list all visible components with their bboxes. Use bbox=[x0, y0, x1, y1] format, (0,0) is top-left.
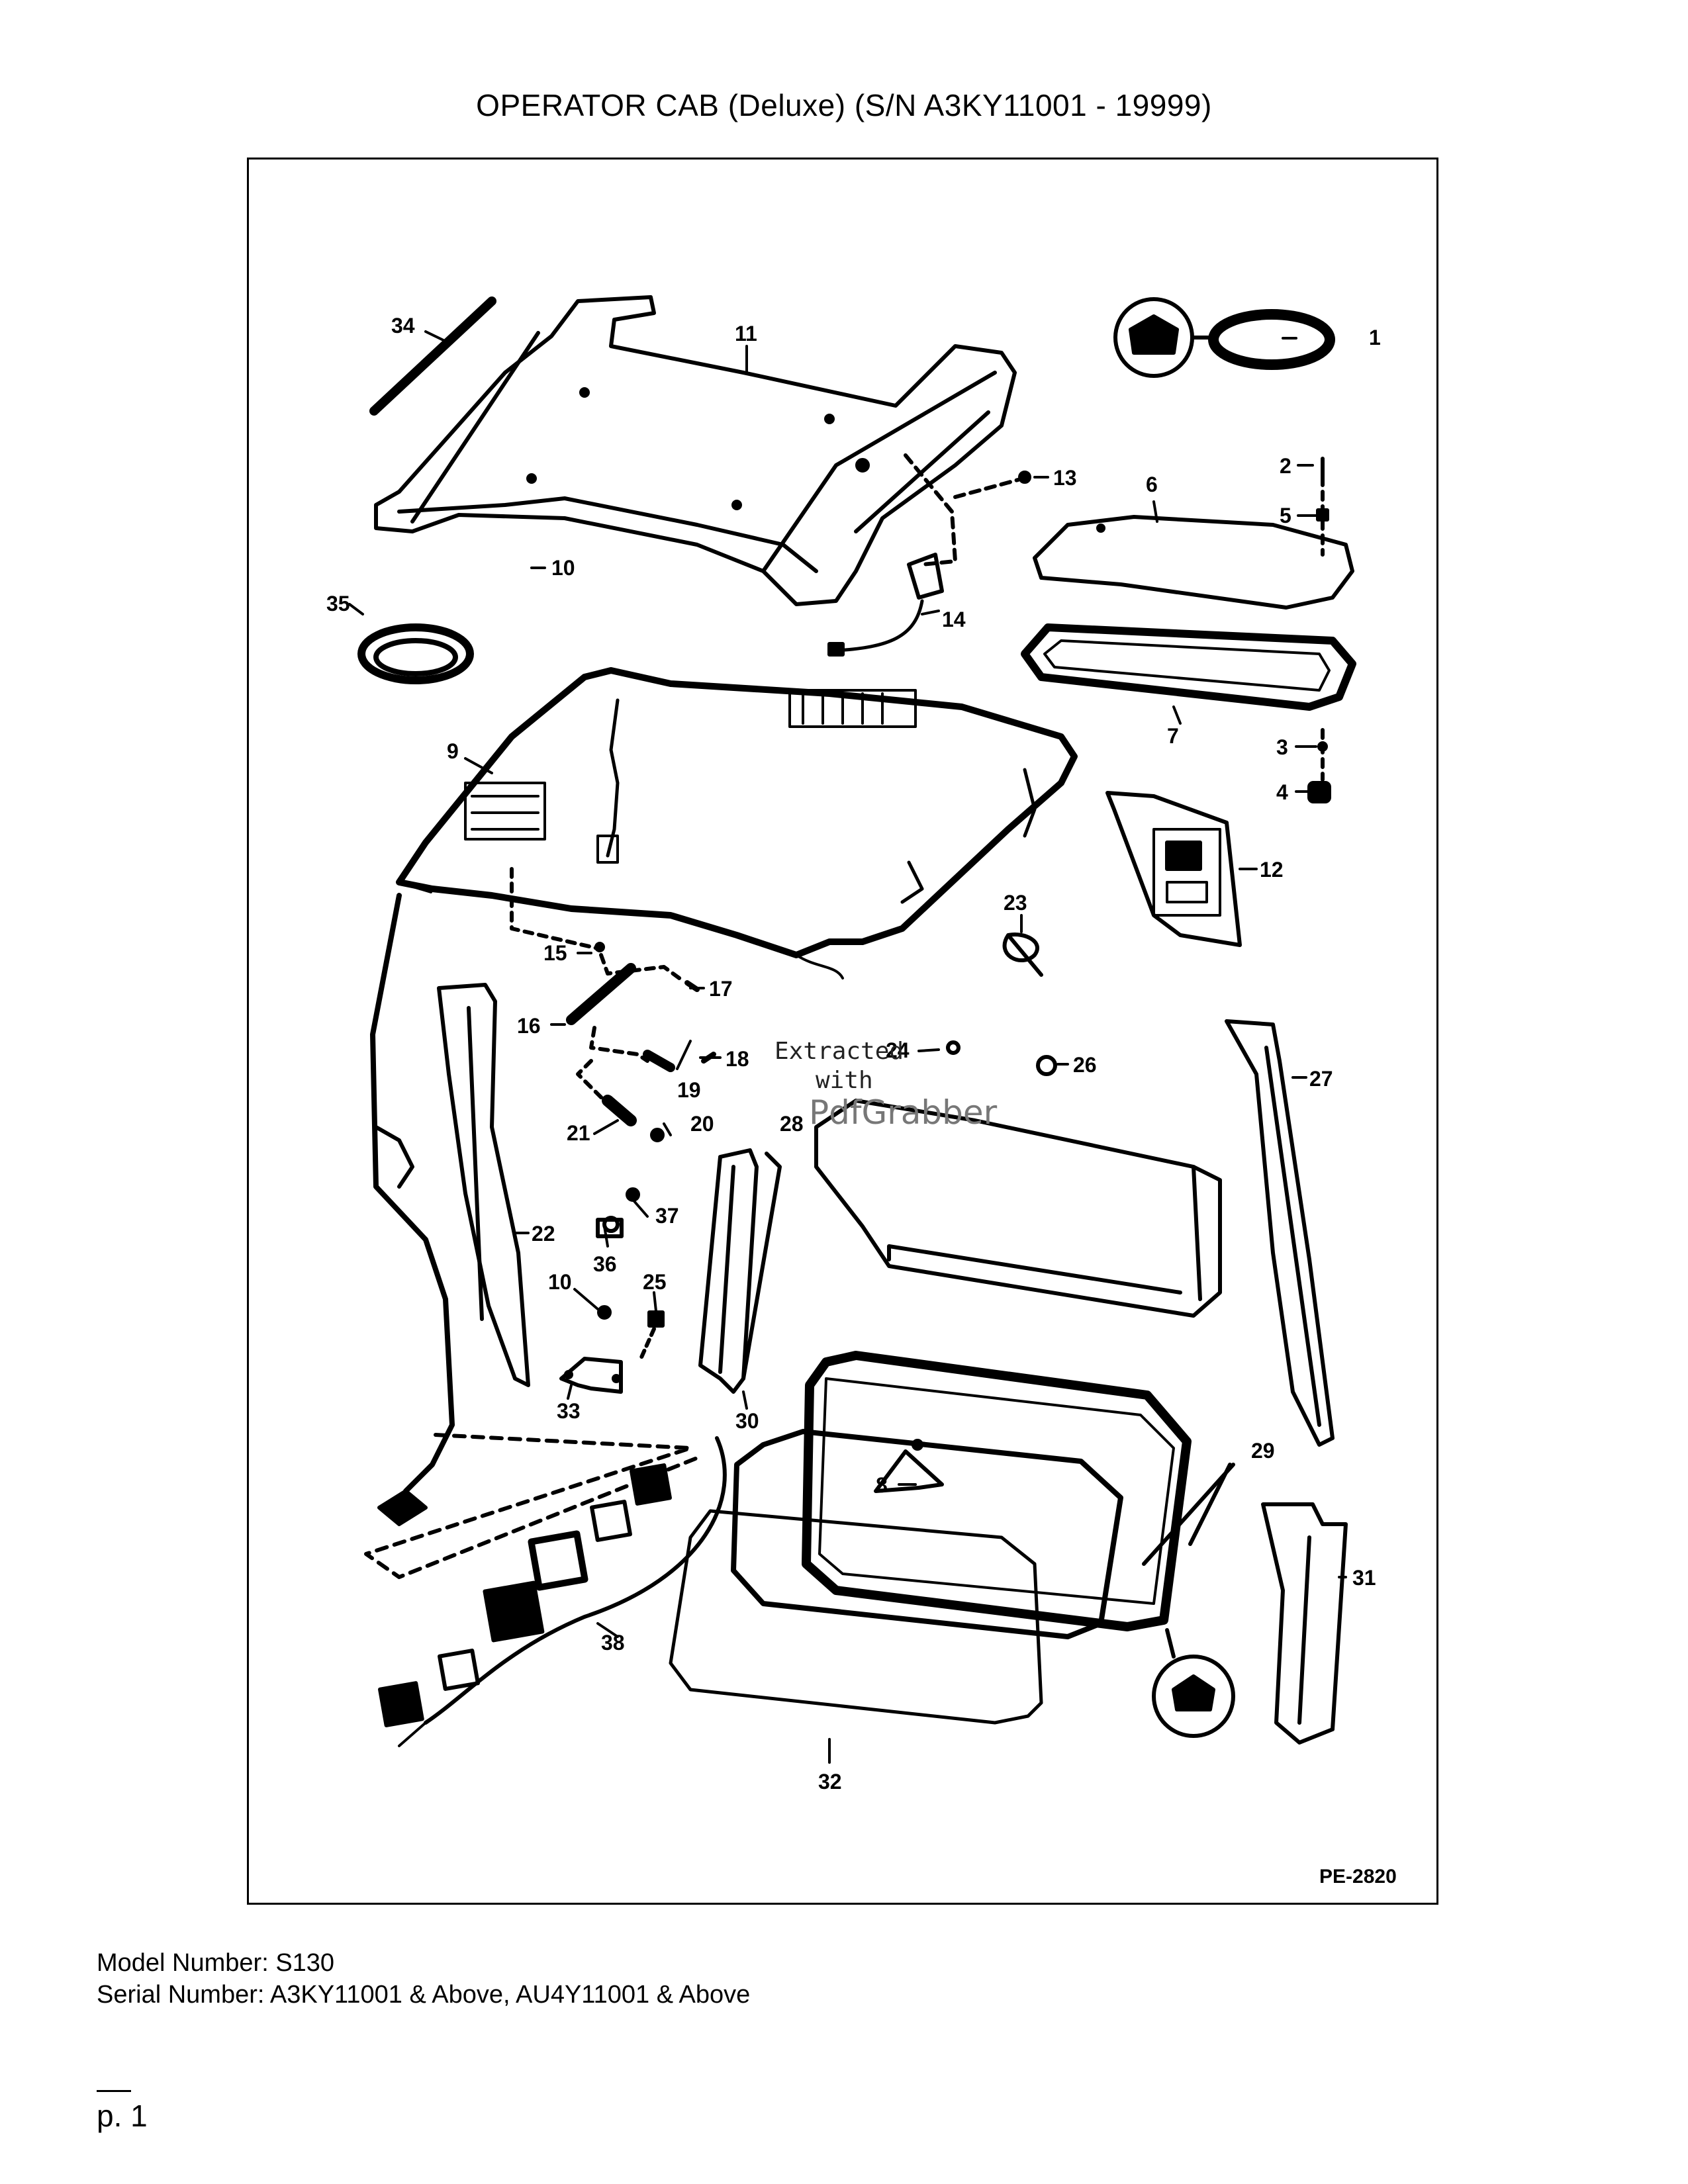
callout-7: 7 bbox=[1167, 724, 1179, 748]
parts-diagram-frame: 34 11 1 2 6 13 5 10 35 14 9 7 3 4 12 23 … bbox=[247, 158, 1438, 1905]
callout-34: 34 bbox=[391, 314, 415, 338]
page-number: p. 1 bbox=[97, 2099, 148, 2133]
part-34-rod bbox=[369, 296, 496, 416]
part-35-seal-coil bbox=[357, 623, 474, 684]
callout-30: 30 bbox=[735, 1409, 759, 1433]
callout-10-mid: 10 bbox=[548, 1270, 572, 1294]
callout-21: 21 bbox=[567, 1121, 590, 1145]
callout-6: 6 bbox=[1146, 473, 1158, 496]
part-30-pillar bbox=[698, 1148, 782, 1394]
exploded-parts-diagram: 34 11 1 2 6 13 5 10 35 14 9 7 3 4 12 23 … bbox=[326, 295, 1397, 1888]
page-title: OPERATOR CAB (Deluxe) (S/N A3KY11001 - 1… bbox=[476, 88, 1212, 122]
callout-11: 11 bbox=[735, 322, 757, 345]
serial-number: Serial Number: A3KY11001 & Above, AU4Y11… bbox=[97, 1981, 751, 2009]
callout-5: 5 bbox=[1280, 504, 1291, 527]
part-15-21-latch bbox=[510, 867, 716, 1142]
part-1-seal bbox=[1113, 297, 1335, 378]
part-12-panel bbox=[1105, 791, 1242, 947]
callout-14: 14 bbox=[942, 608, 966, 631]
callout-28: 28 bbox=[780, 1112, 804, 1136]
callout-2: 2 bbox=[1280, 454, 1291, 478]
watermark-line1: Extracted bbox=[774, 1038, 904, 1065]
callout-27: 27 bbox=[1309, 1067, 1333, 1091]
page-divider bbox=[97, 2090, 131, 2092]
part-13-14-wiring bbox=[827, 453, 1031, 657]
part-11-headliner bbox=[374, 295, 1017, 606]
part-27-pillar bbox=[1225, 1019, 1335, 1447]
callout-25: 25 bbox=[643, 1270, 667, 1294]
callout-37: 37 bbox=[655, 1204, 679, 1228]
callout-38: 38 bbox=[601, 1631, 625, 1655]
callout-18: 18 bbox=[726, 1047, 749, 1071]
callout-9: 9 bbox=[447, 739, 459, 763]
callout-24: 24 bbox=[886, 1038, 910, 1062]
part-31-trim bbox=[1261, 1502, 1348, 1745]
callout-10-top: 10 bbox=[551, 556, 575, 580]
callout-17: 17 bbox=[709, 977, 733, 1001]
part-2-5-hardware bbox=[1316, 457, 1329, 557]
part-9-harness bbox=[396, 667, 1078, 979]
callout-4: 4 bbox=[1276, 780, 1288, 804]
callout-22: 22 bbox=[532, 1222, 555, 1246]
callout-29: 29 bbox=[1251, 1439, 1275, 1463]
watermark-logo: PdfGrabber bbox=[809, 1093, 998, 1132]
callout-23: 23 bbox=[1004, 891, 1027, 915]
callout-13: 13 bbox=[1053, 466, 1077, 490]
part-22-harness-drop bbox=[370, 893, 455, 1526]
callout-20: 20 bbox=[690, 1112, 714, 1136]
callout-36: 36 bbox=[593, 1252, 617, 1276]
part-6-plate bbox=[1033, 515, 1354, 610]
callout-15: 15 bbox=[543, 941, 567, 965]
callout-32: 32 bbox=[818, 1770, 842, 1794]
part-28-panel bbox=[814, 1099, 1222, 1318]
callout-12: 12 bbox=[1260, 858, 1284, 882]
callout-33: 33 bbox=[557, 1399, 581, 1423]
part-38-gauge-kit bbox=[364, 1433, 727, 1727]
part-23-clip bbox=[1002, 933, 1043, 977]
callout-16: 16 bbox=[517, 1014, 541, 1038]
watermark-line2: with bbox=[816, 1067, 873, 1094]
part-33-37-hardware bbox=[559, 1187, 665, 1394]
callout-19: 19 bbox=[677, 1078, 701, 1102]
part-7-window-seal bbox=[1021, 623, 1356, 711]
callout-35: 35 bbox=[326, 592, 350, 615]
part-24-26-small bbox=[946, 1040, 1057, 1076]
part-3-4-nut bbox=[1307, 728, 1331, 803]
part-29-32-windows bbox=[669, 1351, 1235, 1738]
callout-26: 26 bbox=[1073, 1053, 1097, 1077]
model-number: Model Number: S130 bbox=[97, 1949, 335, 1977]
part-22-pillar bbox=[437, 983, 530, 1387]
leader-lines bbox=[348, 330, 1347, 1764]
callout-1: 1 bbox=[1369, 326, 1381, 349]
figure-id: PE-2820 bbox=[1319, 1866, 1397, 1888]
callout-8: 8 bbox=[876, 1473, 888, 1497]
callout-3: 3 bbox=[1276, 735, 1288, 759]
callout-31: 31 bbox=[1352, 1566, 1376, 1590]
